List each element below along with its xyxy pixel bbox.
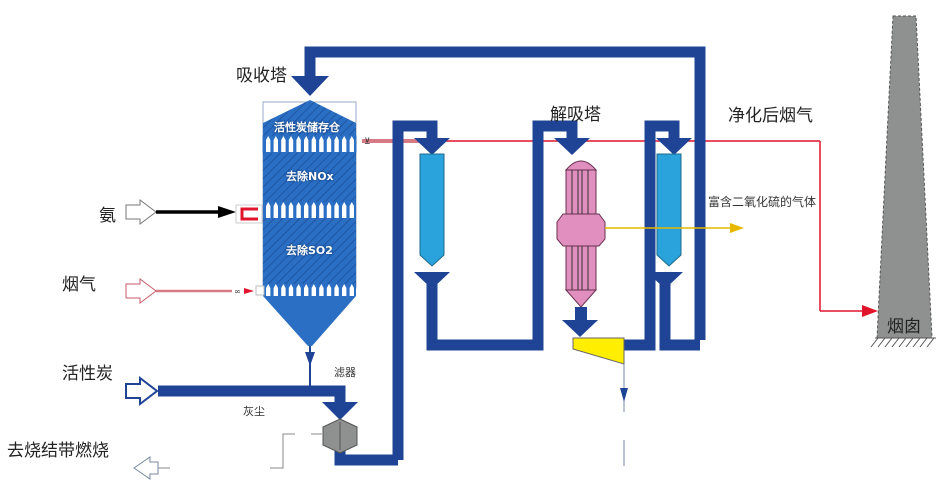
hopper-left — [419, 153, 445, 267]
louver-slot — [266, 136, 271, 152]
louver-slot — [304, 284, 309, 296]
louver-slot — [311, 136, 316, 152]
louver-slot — [349, 202, 354, 218]
activated-carbon-label: 活性炭 — [62, 364, 113, 384]
chimney — [870, 15, 936, 348]
so2-gas-line — [605, 223, 744, 233]
denox-section-label: 去除NOx — [286, 170, 334, 183]
louver-slot — [273, 284, 278, 296]
louver-slot — [342, 202, 347, 218]
louver-slot — [281, 284, 286, 296]
louver-slot — [334, 284, 339, 296]
louver-slot — [273, 202, 278, 218]
louver-slot — [266, 284, 271, 296]
louver-slot — [273, 136, 278, 152]
louver-slot — [349, 284, 354, 296]
flue-gas-label: 烟气 — [62, 275, 96, 295]
louver-row-1 — [262, 135, 357, 153]
filter-label: 滤器 — [334, 366, 356, 379]
louver-slot — [342, 284, 347, 296]
ammonia-inlet — [125, 199, 263, 225]
louver-slot — [326, 202, 332, 218]
arrow-to-chimney-icon — [862, 305, 878, 317]
flue-open-arrow-icon — [125, 278, 157, 304]
louver-slot — [349, 136, 354, 152]
louver-slot — [266, 202, 271, 218]
ammonia-open-arrow-icon — [125, 199, 157, 225]
louver-slot — [304, 136, 309, 152]
louver-slot — [281, 136, 286, 152]
ammonia-label: 氨 — [99, 206, 116, 226]
louver-slot — [304, 202, 309, 218]
to-sinter-burn-label: 去烧结带燃烧 — [7, 441, 109, 461]
louver-slot — [296, 284, 301, 296]
chimney-ground-hatch — [870, 337, 936, 348]
storage-section-label: 活性炭储存仓 — [274, 121, 340, 134]
desorber-tower — [556, 160, 606, 321]
louver-slot — [326, 136, 332, 152]
louver-slot — [334, 136, 339, 152]
louver-slot — [334, 202, 339, 218]
louver-slot — [288, 136, 294, 152]
louver-slot — [319, 202, 324, 218]
desorber-label: 解吸塔 — [550, 105, 601, 125]
svg-text:∞: ∞ — [234, 287, 241, 296]
flue-gas-inlet: ∞ — [125, 278, 265, 304]
hopper-right — [656, 153, 682, 267]
louver-slot — [288, 202, 294, 218]
louver-slot — [288, 284, 294, 296]
absorber-label: 吸收塔 — [236, 66, 287, 86]
absorber-tower — [262, 100, 357, 391]
filter-valve — [322, 418, 358, 454]
louver-slot — [342, 136, 347, 152]
louver-slot — [296, 202, 301, 218]
dust-label: 灰尘 — [243, 405, 265, 418]
louver-slot — [319, 284, 324, 296]
outlet-open-arrow-icon — [133, 456, 159, 480]
louver-slot — [319, 136, 324, 152]
chimney-label: 烟囱 — [887, 317, 921, 337]
svg-text:⊻: ⊻ — [364, 137, 371, 147]
absorber-outlet-valve: ⊻ — [364, 137, 371, 147]
vibrating-screen — [572, 337, 628, 466]
arrow-into-absorber-icon — [291, 76, 329, 96]
rich-so2-gas-label: 富含二氧化硫的气体 — [708, 195, 817, 209]
carbon-circulation-pipes — [158, 46, 706, 466]
louver-slot — [311, 202, 316, 218]
pipe-arrowheads — [291, 76, 692, 420]
louver-slot — [326, 284, 332, 296]
deso2-section-label: 去除SO2 — [286, 244, 333, 257]
dust-outlet-line — [133, 433, 322, 480]
louver-slot — [281, 202, 286, 218]
activated-carbon-open-arrow-icon — [125, 375, 159, 407]
louver-slot — [296, 136, 301, 152]
louver-slot — [311, 284, 316, 296]
clean-gas-label: 净化后烟气 — [728, 106, 813, 126]
